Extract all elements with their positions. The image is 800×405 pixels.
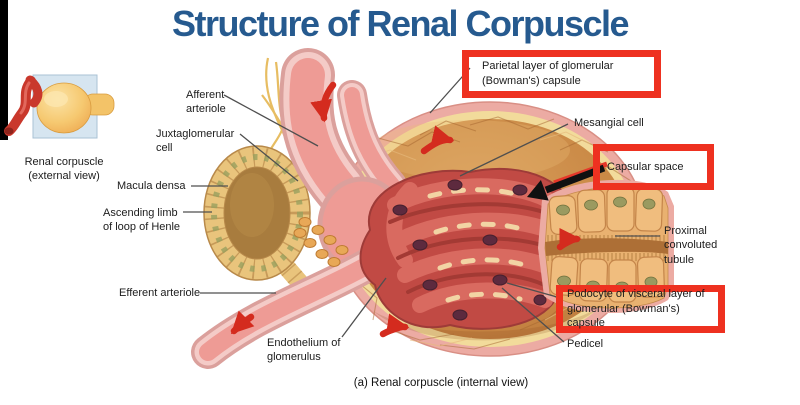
label-capsular-space: Capsular space [607,160,684,173]
label-afferent-arteriole: Afferent arteriole [186,89,226,116]
label-parietal-layer: Parietal layer of glomerular (Bowman's) … [482,60,614,87]
flow-arrow-capsule-bottom [379,313,410,338]
page-title: Structure of Renal Corpuscle [171,3,630,44]
highlight-box-podocyte: Podocyte of visceral layer of glomerular… [556,285,725,333]
figure-caption: (a) Renal corpuscle (internal view) [353,377,529,389]
macula-densa-ring [203,145,317,301]
highlight-box-parietal-layer: Parietal layer of glomerular (Bowman's) … [462,50,661,98]
juxtaglomerular-cells [293,217,349,267]
label-efferent-arteriole: Efferent arteriole [119,287,201,299]
leader-lines [183,67,660,343]
flow-arrow-tubule [556,227,582,251]
label-ascending-limb: Ascending limb of loop of Henle [103,207,181,234]
label-endothelium: Endothelium of glomerulus [267,337,341,364]
flow-arrow-capsule-top [420,125,455,155]
label-macula-densa: Macula densa [117,180,186,192]
label-proximal-tubule: Proximal convoluted tubule [664,225,718,266]
label-mesangial-cell: Mesangial cell [574,117,644,129]
inset-caption: Renal corpuscle (external view) [24,156,104,182]
proximal-convoluted-tubule [538,179,674,314]
flow-arrow-afferent [310,81,337,123]
label-pedicel: Pedicel [567,338,604,350]
highlight-box-capsular-space: Capsular space [593,144,714,190]
label-podocyte: Podocyte of visceral layer of glomerular… [567,288,705,330]
label-juxtaglomerular-cell: Juxtaglomerular cell [156,128,235,155]
inset-arteriole-vessel [4,75,43,136]
black-border-strip [0,0,8,140]
flow-arrow-efferent [230,310,255,335]
flow-arrows [230,81,582,338]
renal-corpuscle-external-inset [4,74,115,139]
